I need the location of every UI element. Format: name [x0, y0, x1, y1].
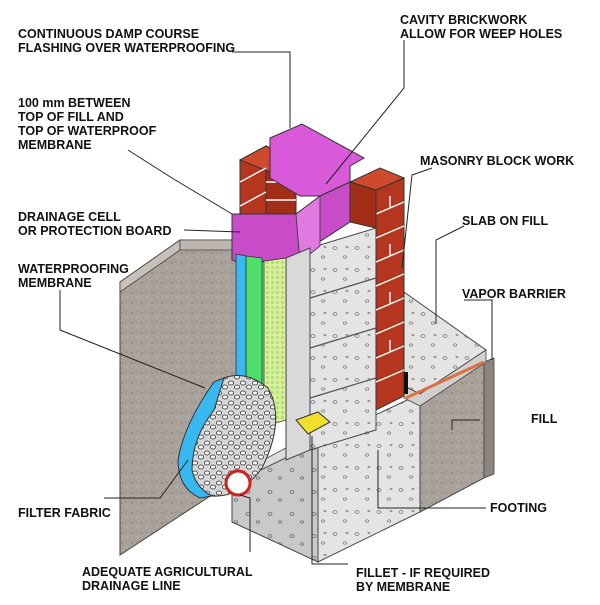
label-fill: FILL: [531, 412, 558, 426]
label-filter-fabric: FILTER FABRIC: [18, 506, 111, 520]
fill-soil: [419, 357, 495, 513]
label-cavity-brickwork: CAVITY BRICKWORK ALLOW FOR WEEP HOLES: [400, 13, 563, 41]
label-fill-gap: 100 mm BETWEEN TOP OF FILL AND TOP OF WA…: [18, 96, 157, 152]
label-slab-on-fill: SLAB ON FILL: [462, 214, 549, 228]
leader-lines: [59, 40, 493, 565]
damp-course-flashing: [231, 123, 366, 283]
fillet: [295, 411, 331, 435]
label-footing: FOOTING: [490, 501, 547, 515]
label-agricultural-drain: ADEQUATE AGRICULTURAL DRAINAGE LINE: [82, 565, 253, 593]
filter-fabric: [177, 377, 225, 499]
agricultural-drain-pipe: [224, 469, 252, 497]
cavity-brickwork: [348, 167, 408, 411]
label-drainage-cell: DRAINAGE CELL OR PROTECTION BOARD: [18, 210, 172, 238]
label-masonry-block-work: MASONRY BLOCK WORK: [420, 154, 575, 168]
label-damp-course: CONTINUOUS DAMP COURSE FLASHING OVER WAT…: [18, 27, 236, 55]
label-waterproofing-membrane: WATERPROOFING MEMBRANE: [18, 262, 129, 290]
vapor-barrier: [405, 360, 485, 400]
label-vapor-barrier: VAPOR BARRIER: [462, 287, 566, 301]
label-fillet: FILLET - IF REQUIRED BY MEMBRANE: [356, 566, 491, 594]
